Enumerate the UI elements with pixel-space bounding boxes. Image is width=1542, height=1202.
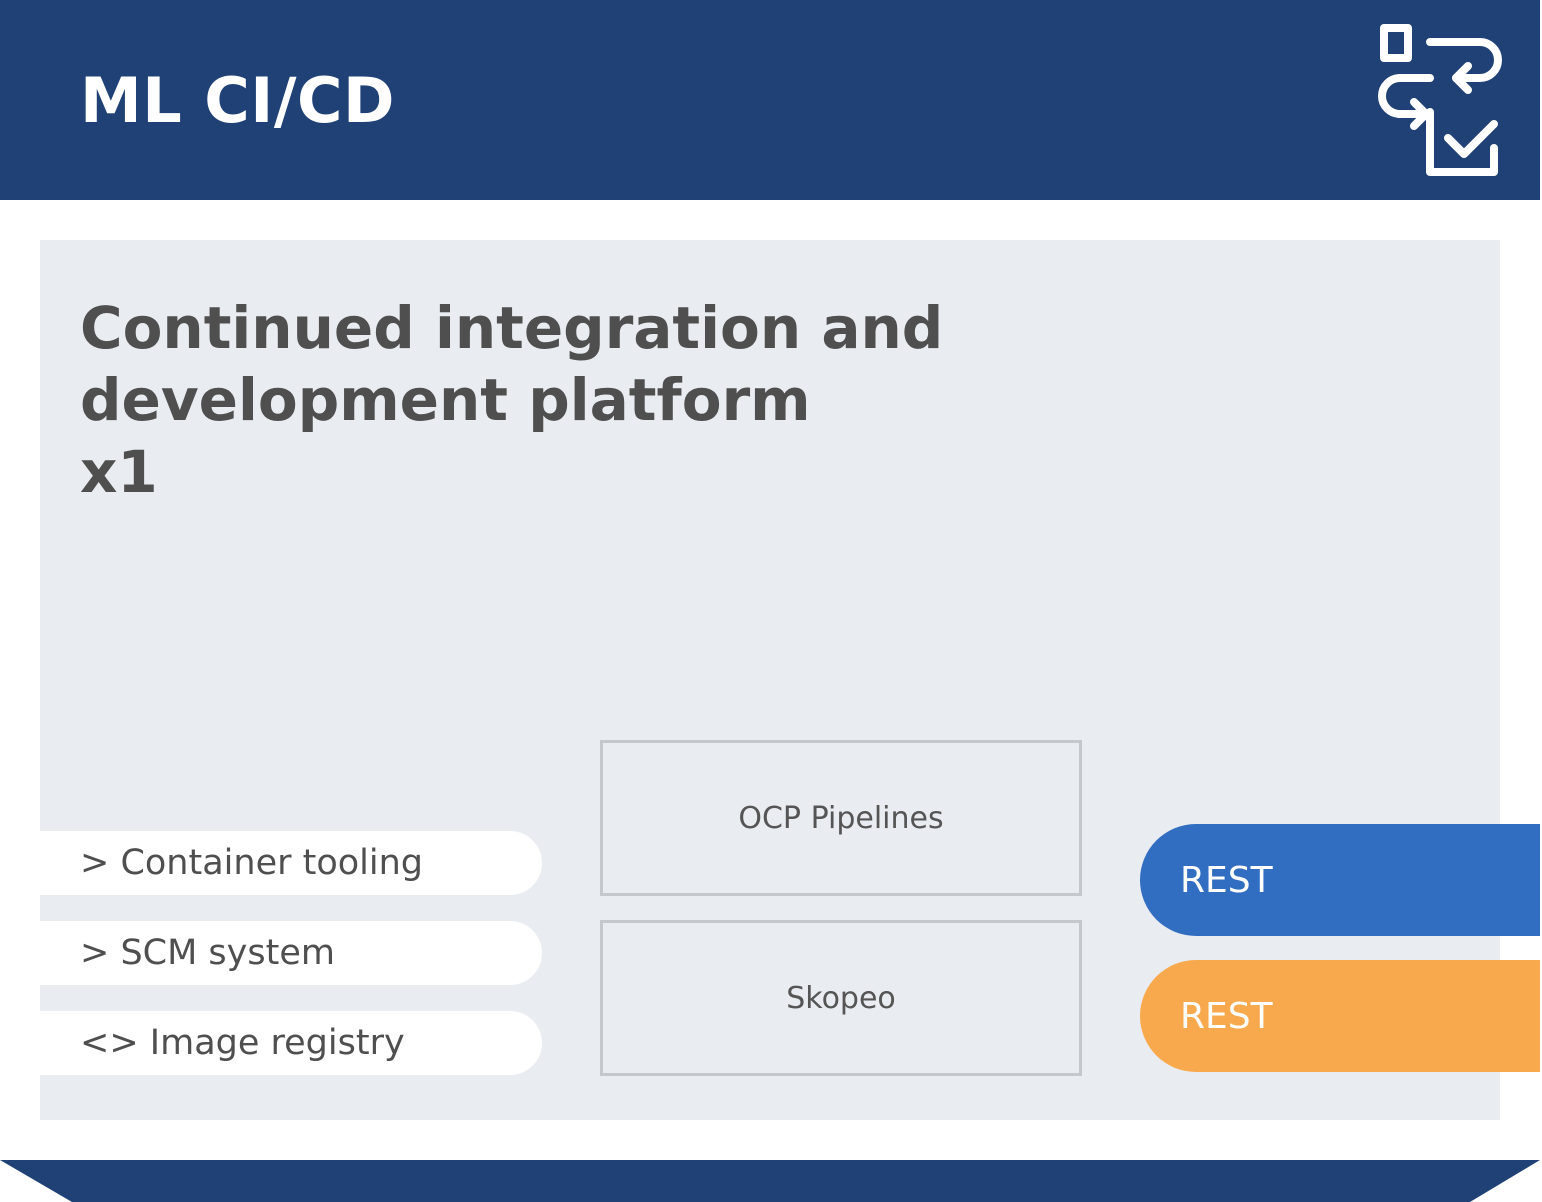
capability-image-registry: <> Image registry: [40, 1011, 542, 1075]
api-rest-orange: REST: [1140, 960, 1540, 1072]
header-title: ML CI/CD: [80, 64, 395, 137]
panel-title-line-1: Continued integration and: [80, 294, 944, 362]
footer-banner: [0, 1160, 1540, 1202]
panel-title-line-2: development platform: [80, 366, 811, 434]
component-skopeo: Skopeo: [600, 920, 1082, 1076]
component-ocp-pipelines: OCP Pipelines: [600, 740, 1082, 896]
capability-scm-system: > SCM system: [40, 921, 542, 985]
panel-title: Continued integration and development pl…: [80, 292, 980, 508]
api-rest-blue: REST: [1140, 824, 1540, 936]
capability-container-tooling: > Container tooling: [40, 831, 542, 895]
panel-title-line-3: x1: [80, 438, 158, 506]
header-bar: [0, 0, 1540, 200]
workflow-checklist-icon: [1378, 24, 1502, 176]
